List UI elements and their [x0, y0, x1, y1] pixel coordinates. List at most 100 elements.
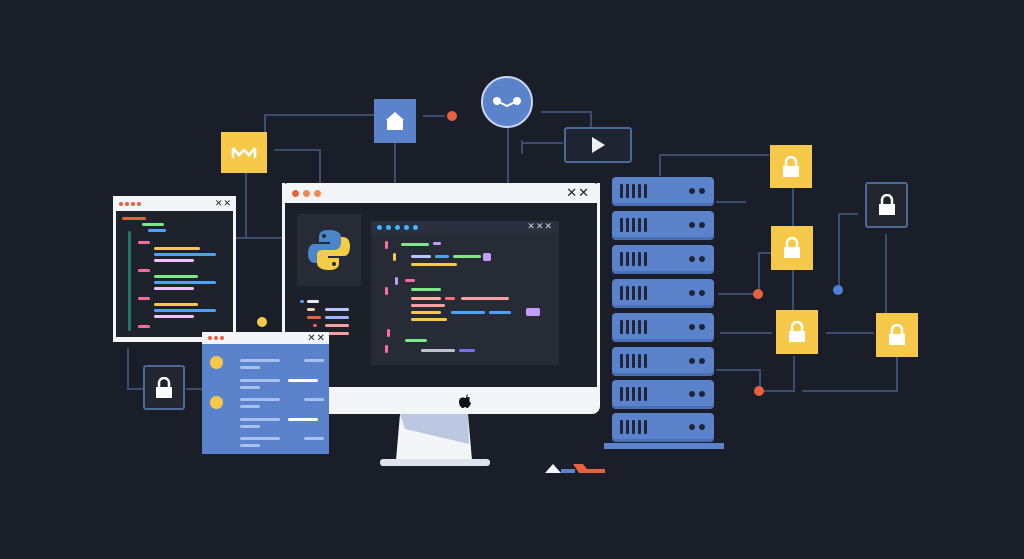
server-rack-base	[604, 443, 724, 449]
window-close-dot[interactable]	[292, 189, 299, 197]
code-token	[154, 253, 216, 256]
list-item-title	[240, 437, 280, 440]
editor-tab-dot[interactable]	[395, 224, 400, 230]
editor-tab-dot[interactable]	[404, 224, 409, 230]
connector-line	[659, 154, 769, 156]
code-token	[411, 304, 445, 307]
lock-icon	[156, 376, 172, 398]
connector-line	[838, 213, 858, 215]
window-maximize-dot[interactable]	[314, 189, 321, 197]
code-token	[138, 269, 150, 272]
close-icon[interactable]: ✕✕	[307, 332, 326, 344]
upload-tile[interactable]	[374, 99, 416, 143]
editor-tab-dot[interactable]	[413, 224, 418, 230]
code-token	[483, 253, 491, 261]
list-item-title	[240, 418, 280, 421]
sidebar-item[interactable]	[325, 316, 349, 319]
code-token	[411, 297, 441, 300]
code-token	[138, 241, 150, 244]
connector-line	[236, 237, 282, 239]
decorative-shapes	[545, 464, 605, 473]
code-gutter	[128, 231, 131, 331]
connector-line	[716, 369, 760, 371]
editor-tabbar: ✕✕✕	[371, 221, 559, 233]
connector-line	[838, 213, 840, 289]
code-token	[154, 315, 194, 318]
code-token	[148, 229, 166, 232]
server-unit	[612, 177, 714, 206]
window-dot	[208, 336, 212, 340]
lock-tile-yellow[interactable]	[771, 226, 813, 270]
list-item-value	[304, 398, 324, 401]
sidebar-item[interactable]	[307, 316, 321, 319]
code-token	[385, 287, 388, 295]
connector-line	[245, 173, 247, 238]
monitor-stand	[380, 414, 490, 466]
connector-line	[127, 348, 129, 390]
connector-line	[793, 356, 795, 392]
editor-tab-dot[interactable]	[377, 224, 382, 230]
lock-icon	[889, 324, 905, 345]
code-token	[451, 311, 485, 314]
connector-line	[264, 114, 266, 132]
sidebar-item[interactable]	[325, 308, 349, 311]
close-icon[interactable]: ✕✕✕	[527, 222, 553, 232]
share-button[interactable]	[481, 76, 533, 128]
code-token	[411, 318, 447, 321]
connector-line	[718, 293, 758, 295]
window-dot	[119, 202, 123, 206]
editor-tab-dot[interactable]	[386, 224, 391, 230]
list-item-subtitle	[240, 425, 260, 428]
code-token	[154, 303, 198, 306]
lock-tile-yellow[interactable]	[770, 145, 812, 188]
node-dot-red	[754, 386, 764, 396]
connector-line	[423, 115, 445, 117]
close-icon[interactable]: ✕✕	[566, 185, 590, 201]
list-item-icon	[210, 356, 223, 369]
connector-line	[127, 388, 143, 390]
mail-tile[interactable]	[221, 132, 267, 173]
sidebar-item[interactable]	[313, 324, 317, 327]
sidebar-item[interactable]	[307, 308, 315, 311]
mail-icon	[231, 146, 257, 158]
window-minimize-dot[interactable]	[303, 189, 310, 197]
sidebar-item[interactable]	[325, 332, 349, 335]
lock-tile-dark[interactable]	[865, 182, 908, 228]
sidebar-item[interactable]	[307, 300, 319, 303]
connector-line	[394, 143, 396, 183]
sidebar-item[interactable]	[300, 300, 304, 303]
code-token	[459, 349, 475, 352]
connector-line	[802, 390, 897, 392]
list-item-value	[304, 437, 324, 440]
code-token	[489, 311, 511, 314]
list-item-title	[240, 398, 280, 401]
list-item-value-highlight	[288, 418, 318, 421]
share-icon	[493, 97, 521, 108]
play-button[interactable]	[564, 127, 632, 163]
connector-line	[762, 390, 794, 392]
connector-line	[274, 149, 320, 151]
server-unit	[612, 313, 714, 342]
lock-icon	[784, 237, 800, 258]
list-item-subtitle	[240, 386, 260, 389]
code-token	[154, 259, 194, 262]
lock-tile-yellow[interactable]	[776, 310, 818, 354]
window-dot	[214, 336, 218, 340]
list-item-value-highlight	[288, 379, 318, 382]
sidebar-item[interactable]	[325, 324, 349, 327]
lock-tile-dark[interactable]	[143, 365, 185, 410]
monitor-titlebar: ✕✕	[282, 183, 600, 203]
server-unit	[612, 211, 714, 240]
close-icon[interactable]: ✕✕	[214, 199, 232, 209]
connector-line	[659, 154, 661, 176]
lock-icon	[789, 321, 805, 342]
connector-line	[792, 188, 794, 226]
lock-tile-yellow[interactable]	[876, 313, 918, 357]
server-unit	[612, 347, 714, 376]
code-token	[154, 247, 200, 250]
upload-icon	[386, 112, 404, 130]
window-dot	[137, 202, 141, 206]
code-token	[433, 242, 441, 245]
list-item-subtitle	[240, 444, 260, 447]
list-window: ✕✕	[202, 332, 329, 454]
